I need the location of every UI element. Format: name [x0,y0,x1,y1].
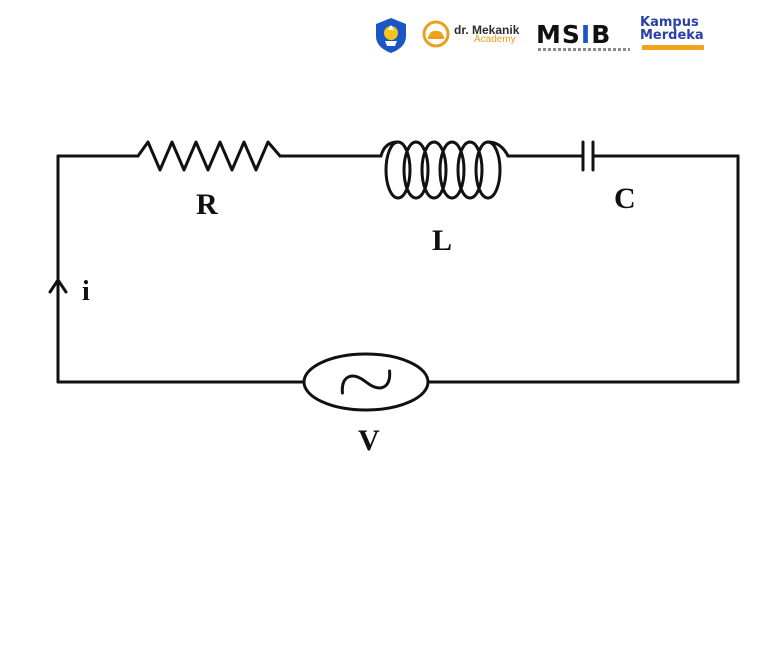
msib-wordmark: MSIB [536,22,611,48]
merdeka-line: Merdeka [640,28,704,43]
dr-mekanik-logo: dr. Mekanik Academy [422,20,532,52]
kampus-line: Kampus [640,15,699,30]
dr-mekanik-sub: Academy [474,34,516,45]
resistor-label: R [196,188,218,221]
kampus-merdeka-ribbon [642,45,704,50]
capacitor-label: C [614,182,636,215]
dr-mekanik-name: dr. Mekanik [454,23,520,37]
kampus-merdeka-logo: Kampus Merdeka [638,16,712,56]
msib-tagline [538,48,630,51]
current-arrow-icon [48,278,68,294]
kemdikbud-logo-icon [372,16,410,54]
msib-logo: MSIB [536,22,632,56]
msib-ms: MS [536,20,581,49]
msib-i: I [580,20,592,49]
source-label: V [358,424,380,457]
circuit-svg: R L C i V [48,140,740,457]
logo-bar: dr. Mekanik Academy MSIB Kampus Merdeka [372,14,712,58]
dr-mekanik-helmet-icon [422,20,450,48]
inductor-label: L [432,224,452,257]
tut-wuri-handayani-emblem-icon [376,18,406,53]
msib-b: B [591,20,612,49]
ac-sine-wave [340,369,392,395]
resistor-symbol [136,140,282,172]
current-label: i [82,276,90,307]
rlc-circuit-diagram: R L C i V [36,120,752,458]
inductor-symbol [379,140,510,200]
